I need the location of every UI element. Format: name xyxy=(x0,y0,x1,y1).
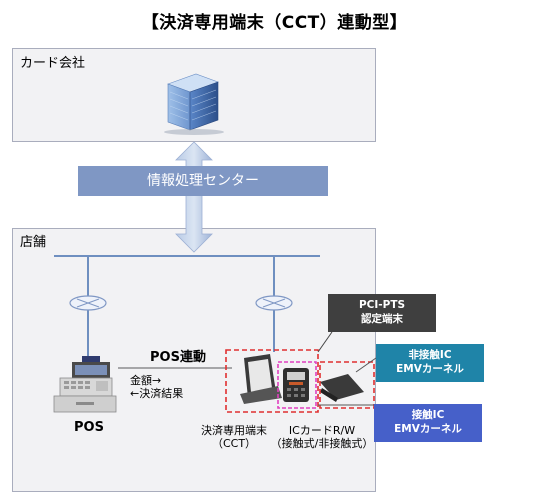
contactless-connector xyxy=(355,357,377,373)
card-reader-icon xyxy=(283,368,309,402)
processing-center-banner: 情報処理センター xyxy=(78,166,328,196)
diagram-title: 【決済専用端末（CCT）連動型】 xyxy=(141,13,408,33)
pci-connector xyxy=(317,331,333,353)
contactless-ic-badge: 非接触IC EMVカーネル xyxy=(376,344,484,382)
card-company-label: カード会社 xyxy=(20,56,86,71)
amount-flow-label: 金額→ xyxy=(130,374,162,387)
contactless-ic-line2: EMVカーネル xyxy=(396,363,464,375)
cct-label: 決済専用端末 （CCT） xyxy=(198,424,270,450)
pci-pts-badge: PCI-PTS 認定端末 xyxy=(328,294,436,332)
pos-link-label: POS連動 xyxy=(150,350,206,365)
ic-reader-label-line2: （接触式/非接触式） xyxy=(270,437,374,450)
payment-terminal-icon xyxy=(240,354,282,404)
pos-register-icon xyxy=(53,356,117,413)
ic-reader-label-line1: ICカードR/W xyxy=(288,424,356,437)
cct-dashed-frame xyxy=(225,349,319,413)
contactless-ic-line1: 非接触IC xyxy=(408,349,452,361)
contactless-pad-icon xyxy=(320,374,364,402)
pci-pts-line2: 認定端末 xyxy=(361,313,403,325)
contact-ic-line2: EMVカーネル xyxy=(394,423,462,435)
contactless-dashed-frame xyxy=(319,361,375,409)
double-arrow-icon xyxy=(175,141,213,253)
contact-ic-badge: 接触IC EMVカーネル xyxy=(374,404,482,442)
store-box xyxy=(12,228,376,492)
building-icon xyxy=(164,73,224,135)
result-flow-label: ←決済結果 xyxy=(130,387,184,400)
pci-pts-line1: PCI-PTS xyxy=(358,299,406,311)
contact-reader-frame xyxy=(277,361,317,409)
ic-reader-label: ICカードR/W （接触式/非接触式） xyxy=(268,424,376,450)
hub-icon xyxy=(255,295,293,311)
pos-label: POS xyxy=(74,420,104,435)
cct-label-line1: 決済専用端末 xyxy=(201,424,267,437)
contact-ic-line1: 接触IC xyxy=(411,409,445,421)
store-label: 店舗 xyxy=(20,235,47,250)
hub-icon xyxy=(69,295,107,311)
cct-label-line2: （CCT） xyxy=(211,437,257,450)
